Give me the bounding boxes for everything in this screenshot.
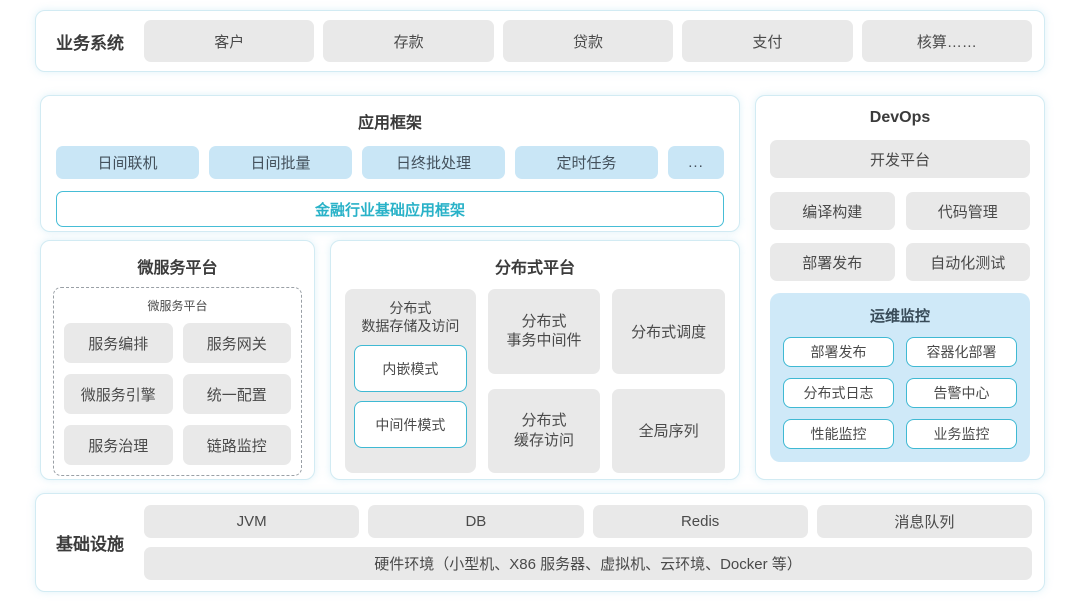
microservice-grid: 服务编排 服务网关 微服务引擎 统一配置 服务治理 链路监控 bbox=[64, 323, 291, 465]
monitor-item-alert-center: 告警中心 bbox=[906, 378, 1017, 408]
micro-item-gateway: 服务网关 bbox=[182, 323, 291, 363]
micro-item-trace-monitor: 链路监控 bbox=[182, 425, 291, 465]
microservice-dashed-box: 微服务平台 服务编排 服务网关 微服务引擎 统一配置 服务治理 链路监控 bbox=[53, 287, 302, 476]
infra-item-mq: 消息队列 bbox=[816, 505, 1032, 538]
business-system-label: 业务系统 bbox=[56, 33, 124, 53]
devops-panel: DevOps 开发平台 编译构建 代码管理 部署发布 自动化测试 运维监控 部署… bbox=[755, 95, 1045, 480]
monitor-item-distributed-log: 分布式日志 bbox=[783, 378, 894, 408]
devops-grid: 编译构建 代码管理 部署发布 自动化测试 bbox=[770, 192, 1030, 281]
infra-item-redis: Redis bbox=[592, 505, 808, 538]
monitor-item-container-deploy: 容器化部署 bbox=[906, 337, 1017, 367]
distributed-scheduling-box: 分布式调度 bbox=[612, 289, 726, 374]
micro-item-governance: 服务治理 bbox=[64, 425, 173, 465]
storage-mode-embedded: 内嵌模式 bbox=[354, 345, 467, 393]
appfw-item-daytime-batch: 日间批量 bbox=[209, 146, 352, 179]
infra-item-jvm: JVM bbox=[144, 505, 360, 538]
devops-item-build: 编译构建 bbox=[770, 192, 895, 230]
distributed-col-middle: 分布式 事务中间件 分布式 缓存访问 bbox=[487, 289, 601, 473]
ops-monitor-panel: 运维监控 部署发布 容器化部署 分布式日志 告警中心 性能监控 业务监控 bbox=[770, 293, 1030, 462]
micro-item-engine: 微服务引擎 bbox=[64, 374, 173, 414]
distributed-storage-label: 分布式 数据存储及访问 bbox=[361, 300, 460, 335]
infrastructure-panel: 基础设施 JVM DB Redis 消息队列 硬件环境（小型机、X86 服务器、… bbox=[35, 493, 1045, 592]
app-framework-title: 应用框架 bbox=[357, 115, 422, 132]
microservice-title: 微服务平台 bbox=[137, 260, 218, 277]
micro-item-orchestration: 服务编排 bbox=[64, 323, 173, 363]
distributed-sequence-box: 全局序列 bbox=[612, 388, 726, 473]
infrastructure-label: 基础设施 bbox=[56, 535, 124, 554]
microservice-panel: 微服务平台 微服务平台 服务编排 服务网关 微服务引擎 统一配置 服务治理 链路… bbox=[40, 240, 315, 480]
financial-base-framework: 金融行业基础应用框架 bbox=[56, 191, 724, 227]
distributed-storage-box: 分布式 数据存储及访问 内嵌模式 中间件模式 bbox=[345, 289, 476, 473]
monitor-item-business: 业务监控 bbox=[906, 419, 1017, 449]
business-item-deposit: 存款 bbox=[323, 20, 494, 62]
business-item-payment: 支付 bbox=[682, 20, 853, 62]
business-item-row: 客户 存款 贷款 支付 核算…… bbox=[144, 20, 1033, 62]
distributed-transaction-box: 分布式 事务中间件 bbox=[487, 289, 601, 374]
distributed-title: 分布式平台 bbox=[494, 260, 575, 277]
distributed-cache-box: 分布式 缓存访问 bbox=[487, 388, 601, 473]
devops-item-auto-test: 自动化测试 bbox=[905, 243, 1030, 281]
appfw-item-eod-batch: 日终批处理 bbox=[362, 146, 505, 179]
distributed-col-right: 分布式调度 全局序列 bbox=[612, 289, 726, 473]
storage-mode-middleware: 中间件模式 bbox=[354, 401, 467, 449]
devops-dev-platform: 开发平台 bbox=[770, 140, 1030, 178]
infrastructure-body: JVM DB Redis 消息队列 硬件环境（小型机、X86 服务器、虚拟机、云… bbox=[144, 505, 1032, 580]
ops-monitor-grid: 部署发布 容器化部署 分布式日志 告警中心 性能监控 业务监控 bbox=[783, 337, 1017, 449]
ops-monitor-title: 运维监控 bbox=[869, 308, 930, 325]
devops-title: DevOps bbox=[869, 109, 931, 126]
monitor-item-performance: 性能监控 bbox=[783, 419, 894, 449]
monitor-item-deploy-release: 部署发布 bbox=[783, 337, 894, 367]
appfw-item-ellipsis: ... bbox=[668, 146, 724, 179]
infrastructure-row: JVM DB Redis 消息队列 bbox=[144, 505, 1032, 538]
business-item-accounting: 核算…… bbox=[861, 20, 1033, 62]
microservice-inner-title: 微服务平台 bbox=[147, 299, 208, 313]
business-item-loan: 贷款 bbox=[502, 20, 674, 62]
distributed-body: 分布式 数据存储及访问 内嵌模式 中间件模式 分布式 事务中间件 分布式 缓存访… bbox=[345, 289, 726, 473]
devops-item-deploy-release: 部署发布 bbox=[770, 243, 895, 281]
devops-item-code-mgmt: 代码管理 bbox=[905, 192, 1030, 230]
business-item-customer: 客户 bbox=[144, 20, 315, 62]
appfw-item-scheduled-task: 定时任务 bbox=[515, 146, 658, 179]
app-framework-panel: 应用框架 日间联机 日间批量 日终批处理 定时任务 ... 金融行业基础应用框架 bbox=[40, 95, 740, 232]
infra-hardware-bar: 硬件环境（小型机、X86 服务器、虚拟机、云环境、Docker 等） bbox=[144, 547, 1032, 580]
business-system-panel: 业务系统 客户 存款 贷款 支付 核算…… bbox=[35, 10, 1045, 72]
appfw-item-daytime-online: 日间联机 bbox=[56, 146, 199, 179]
distributed-panel: 分布式平台 分布式 数据存储及访问 内嵌模式 中间件模式 分布式 事务中间件 分… bbox=[330, 240, 740, 480]
app-framework-row: 日间联机 日间批量 日终批处理 定时任务 ... bbox=[56, 146, 724, 179]
micro-item-unified-config: 统一配置 bbox=[182, 374, 291, 414]
infra-item-db: DB bbox=[368, 505, 584, 538]
